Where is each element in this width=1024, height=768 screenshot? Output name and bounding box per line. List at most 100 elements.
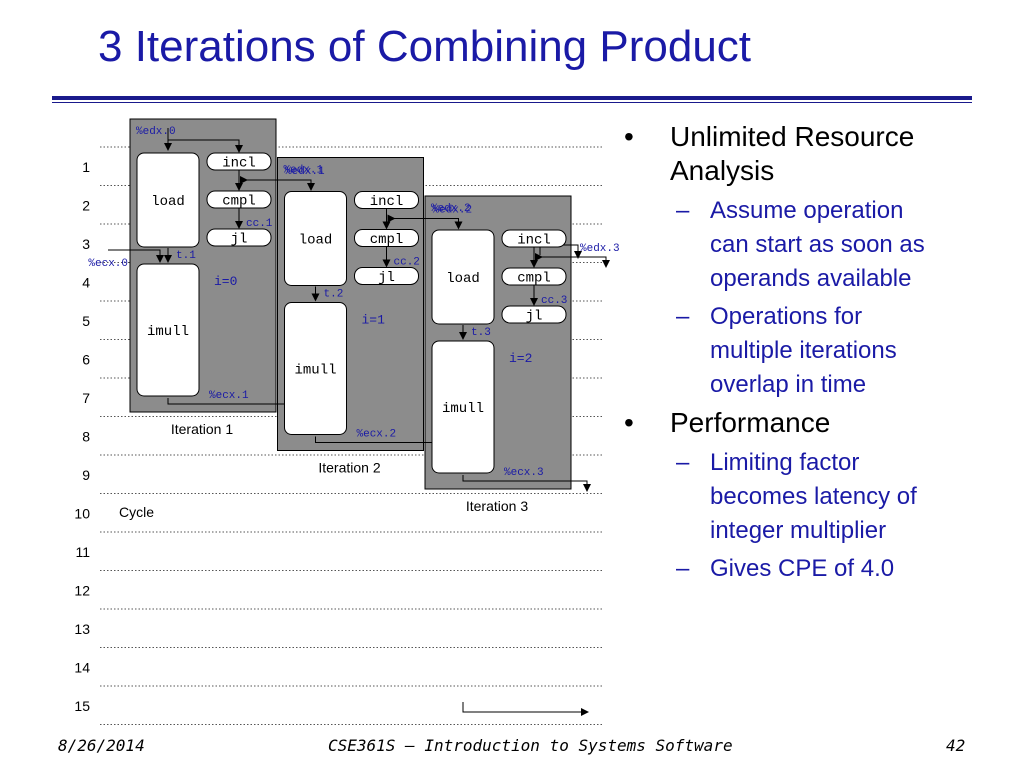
subbullet-text: overlap in time: [710, 371, 867, 398]
t-label: t.2: [324, 289, 344, 301]
incl-op-label: incl: [517, 232, 551, 248]
iteration-2-ops: load incl cmpl jl imull: [284, 191, 419, 435]
bullet-text: Unlimited Resource: [670, 121, 915, 152]
subbullet-assume: – Assume operation can start as soon as …: [624, 194, 1004, 296]
cycle-number: 9: [82, 467, 90, 483]
jl-op-label: jl: [378, 270, 395, 286]
jl-op-label: jl: [231, 231, 248, 247]
edx-output-label: %edx.2: [433, 205, 473, 217]
bullet-performance: • Performance: [624, 406, 1004, 440]
incl-to-next-arrow: [394, 218, 463, 230]
operation-boxes: loadinclcmpljlimullloadinclcmpljlimulllo…: [136, 152, 567, 474]
subbullet-limiting: – Limiting factor becomes latency of int…: [624, 446, 1004, 548]
iteration-1-labels: %edx.0cc.1t.1i=0%ecx.1%edx.1%ecx.0Iterat…: [88, 126, 325, 437]
title-rule-thin: [52, 102, 972, 103]
ecx-output-label: %ecx.3: [504, 467, 544, 479]
cycle-number: 13: [74, 621, 90, 637]
imull-op-label: imull: [294, 362, 336, 378]
ecx-to-imull-arrow: [108, 249, 164, 263]
cycle-number: 4: [82, 275, 90, 291]
subbullet-text: Operations for: [710, 303, 863, 330]
cycle-axis-label: Cycle: [119, 504, 154, 520]
edx-input-label: %edx.0: [136, 126, 176, 138]
subbullet-text: multiple iterations: [710, 337, 897, 364]
incl-to-next-arrow: [542, 256, 610, 268]
cmpl-op-box: [354, 229, 419, 247]
iteration-label: Iteration 1: [171, 421, 233, 437]
footer-page-number: 42: [946, 736, 966, 755]
edx-output-label: %edx.1: [285, 166, 325, 178]
bullet-text: Analysis: [670, 155, 775, 186]
footer-date: 8/26/2014: [58, 736, 145, 755]
subbullet-dash: –: [676, 303, 690, 330]
load-op-label: load: [446, 271, 480, 287]
jl-op-box: [501, 305, 567, 324]
slide-title: 3 Iterations of Combining Product: [98, 22, 752, 71]
cc-label: cc.1: [246, 218, 273, 230]
subbullet-dash: –: [676, 555, 690, 582]
edx-input-label: %edx.2: [431, 203, 471, 215]
iteration-3-arrows: [459, 247, 610, 492]
ecx-output-label: %ecx.2: [357, 429, 397, 441]
cmpl-op-box: [206, 190, 272, 209]
loop-index-label: i=2: [509, 351, 532, 366]
cycle-number: 2: [82, 198, 90, 214]
incl-op-label: incl: [370, 194, 404, 210]
bullet-text: Performance: [670, 407, 831, 438]
jl-op-box: [354, 267, 419, 285]
load-op-box: [284, 191, 347, 286]
cc-label: cc.2: [394, 257, 420, 269]
iteration-label: Iteration 3: [466, 498, 528, 514]
cycle-number: 12: [74, 583, 90, 599]
loop-index-label: i=1: [362, 313, 386, 328]
imull-op-box: [431, 340, 495, 474]
edx-to-incl-arrow: [168, 139, 243, 153]
bullet-list: • Unlimited Resource Analysis – Assume o…: [624, 120, 1004, 590]
iteration-label: Iteration 2: [318, 460, 380, 476]
subbullet-text: operands available: [710, 265, 912, 292]
edx-output-label: %edx.3: [580, 243, 620, 255]
imull-op-box: [136, 263, 200, 397]
load-op-box: [136, 152, 200, 248]
cycle-number: 10: [74, 506, 90, 522]
incl-op-box: [501, 229, 567, 248]
subbullet-text: Assume operation: [710, 197, 904, 224]
cycle-number: 15: [74, 698, 90, 714]
incl-to-next-arrow: [247, 179, 315, 191]
ecx-output-label: %ecx.1: [209, 390, 249, 402]
bullet-dot: •: [624, 121, 634, 152]
load-op-box: [431, 229, 495, 325]
load-op-label: load: [299, 232, 333, 248]
cmpl-op-box: [501, 267, 567, 286]
cycle-number: 5: [82, 313, 90, 329]
bullet-unlimited-resource: • Unlimited Resource Analysis: [624, 120, 1004, 188]
ecx-input-label: %ecx.0: [88, 258, 128, 270]
t-label: t.1: [176, 250, 196, 262]
subbullet-overlap: – Operations for multiple iterations ove…: [624, 300, 1004, 402]
imull-to-next-arrow: [462, 475, 591, 492]
register-labels: %edx.0cc.1t.1i=0%ecx.1%edx.1%ecx.0Iterat…: [88, 126, 619, 514]
t-label: t.3: [471, 327, 491, 339]
cycle-number: 3: [82, 236, 90, 252]
jl-op-label: jl: [526, 308, 543, 324]
title-rule-thick: [52, 96, 972, 100]
subbullet-text: Limiting factor: [710, 449, 860, 476]
incl-op-box: [354, 191, 419, 209]
cmpl-op-label: cmpl: [222, 193, 256, 209]
footer-course: CSE361S – Introduction to Systems Softwa…: [328, 736, 733, 755]
cycle-number: 11: [75, 544, 90, 560]
cmpl-op-label: cmpl: [370, 232, 404, 248]
cycle-number: 6: [82, 352, 90, 368]
subbullet-dash: –: [676, 449, 690, 476]
subbullet-text: integer multiplier: [710, 517, 887, 544]
bullet-dot: •: [624, 407, 634, 438]
cycle-number: 1: [82, 159, 90, 175]
cycle-number: 7: [82, 390, 90, 406]
imull-op-label: imull: [442, 401, 484, 417]
subbullet-text: becomes latency of: [710, 483, 917, 510]
